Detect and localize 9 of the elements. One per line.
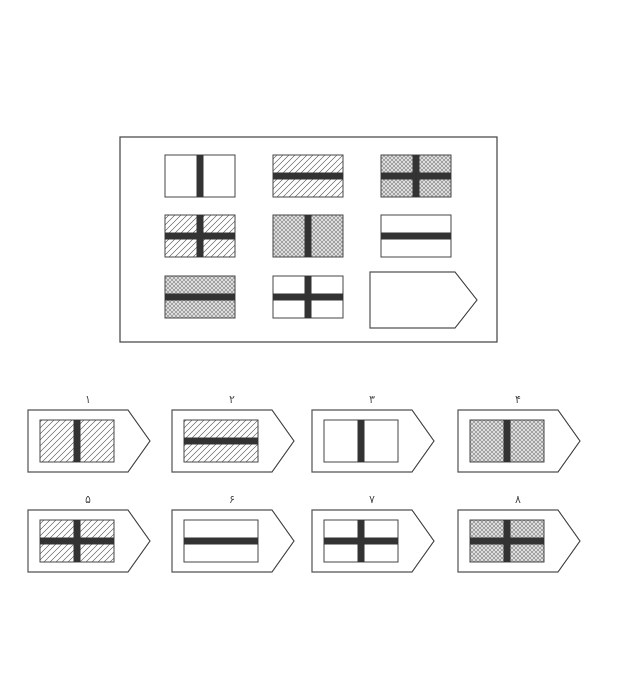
- option-number: ۵: [84, 494, 92, 506]
- option-number: ۱: [84, 394, 92, 406]
- option-number: ۷: [368, 494, 376, 506]
- option-number: ۸: [514, 494, 522, 506]
- empty-answer-card: [369, 271, 478, 329]
- option-number: ۴: [514, 394, 522, 406]
- option-number: ۲: [228, 394, 236, 406]
- option-number: ۶: [228, 494, 236, 506]
- option-number: ۳: [368, 394, 376, 406]
